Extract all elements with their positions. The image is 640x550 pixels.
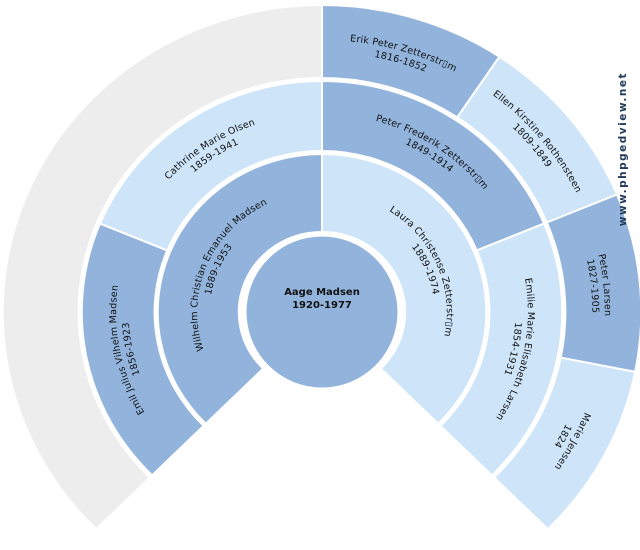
- fan-segment-empty: [1, 3, 323, 531]
- fan-segment-marie-jensen[interactable]: [492, 356, 637, 531]
- fan-segment-laura-christense-zetterstr-m[interactable]: [321, 152, 488, 426]
- fan-segment-wilhelm-christian-emanuel-madsen[interactable]: [156, 152, 323, 426]
- center-person-dates: 1920-1977: [292, 300, 352, 311]
- center-person-name: Aage Madsen: [284, 287, 360, 298]
- phpgedview-watermark: www.phpgedview.net: [617, 72, 629, 227]
- fan-segment-emilie-marie-elisabeth-larsen[interactable]: [438, 222, 564, 477]
- center-person-disc[interactable]: [243, 233, 401, 391]
